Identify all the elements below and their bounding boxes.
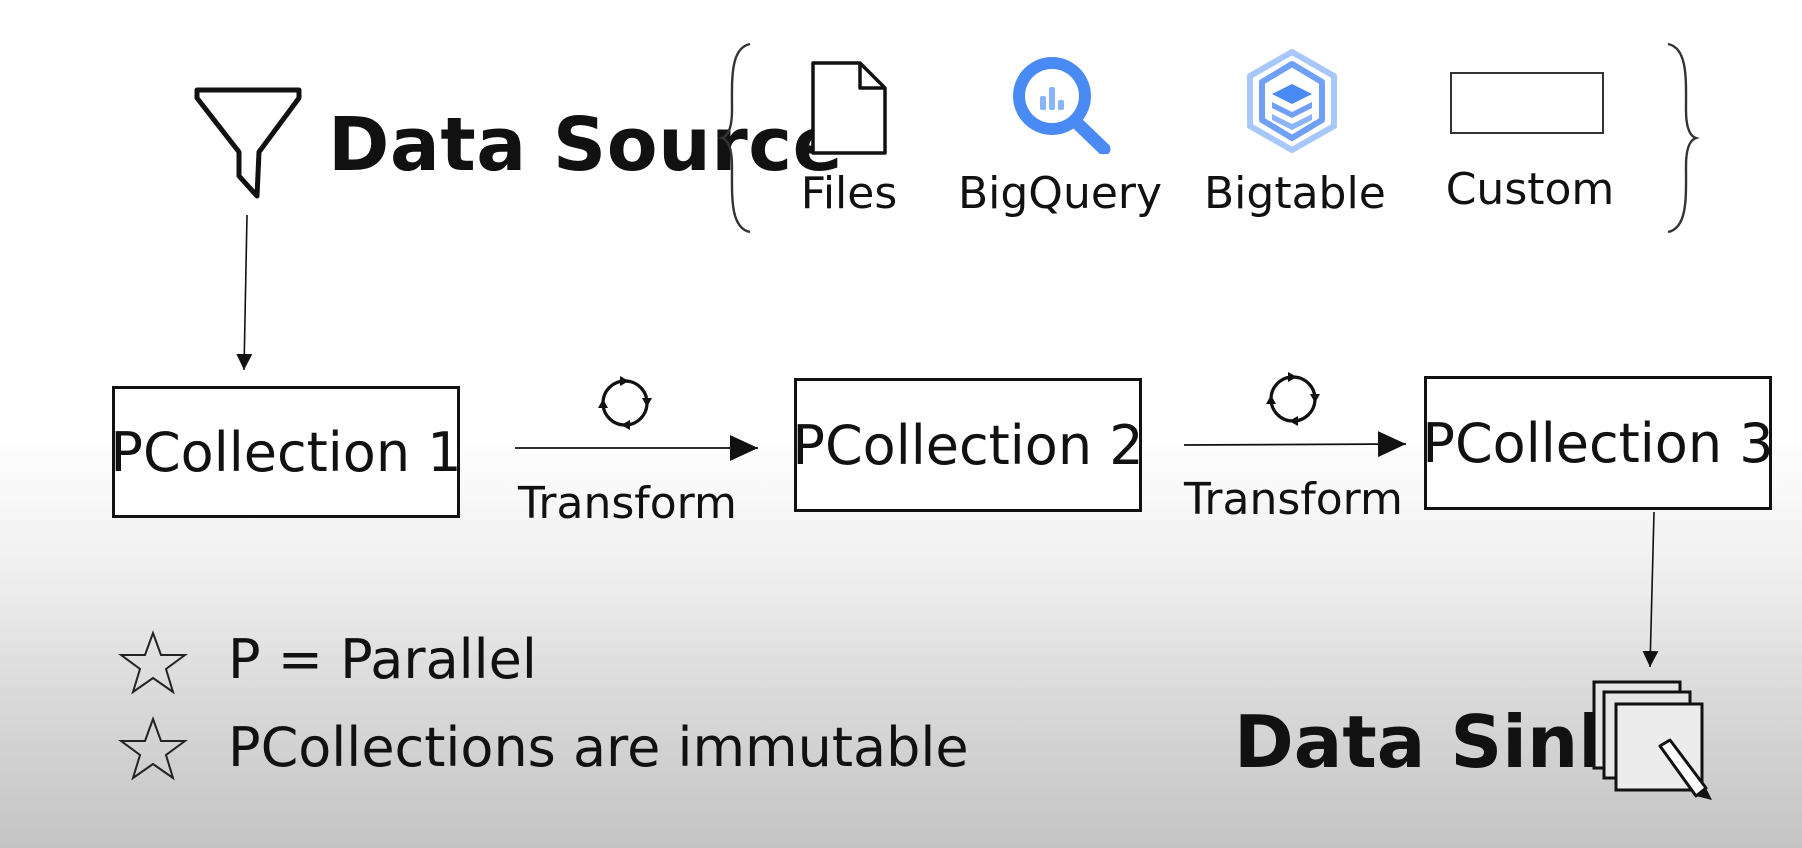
- note-immutable: PCollections are immutable: [228, 716, 969, 779]
- right-brace: [1667, 42, 1700, 234]
- data-sink-title: Data Sink: [1234, 700, 1627, 784]
- star-icon: [118, 716, 188, 781]
- source-label-files: Files: [800, 168, 898, 219]
- data-source-title: Data Source: [328, 102, 844, 188]
- pcollection3-to-sink-arrow: [1642, 511, 1659, 668]
- source-label-custom: Custom: [1445, 164, 1615, 215]
- data-sink-icon: [1592, 680, 1712, 800]
- funnel-icon: [194, 87, 302, 199]
- left-brace: [718, 42, 751, 234]
- source-label-bigquery: BigQuery: [957, 168, 1163, 219]
- transform2-arrow: [1183, 431, 1407, 458]
- bigquery-icon: [1013, 57, 1111, 154]
- pcollection-1-box: PCollection 1: [110, 386, 462, 518]
- pcollection-2-box: PCollection 2: [792, 378, 1144, 512]
- bigtable-icon: [1247, 49, 1337, 153]
- source-to-pcollection1-arrow: [236, 214, 253, 371]
- note-parallel: P = Parallel: [228, 628, 537, 691]
- file-icon: [811, 61, 887, 155]
- source-label-bigtable: Bigtable: [1204, 168, 1386, 219]
- star-icon: [118, 630, 188, 695]
- pcollection-3-box: PCollection 3: [1422, 376, 1774, 510]
- transform-label-2: Transform: [1184, 474, 1403, 525]
- refresh-icon: [1266, 372, 1320, 426]
- refresh-icon: [598, 376, 652, 430]
- custom-box-icon: [1450, 72, 1604, 134]
- transform-label-1: Transform: [518, 478, 737, 529]
